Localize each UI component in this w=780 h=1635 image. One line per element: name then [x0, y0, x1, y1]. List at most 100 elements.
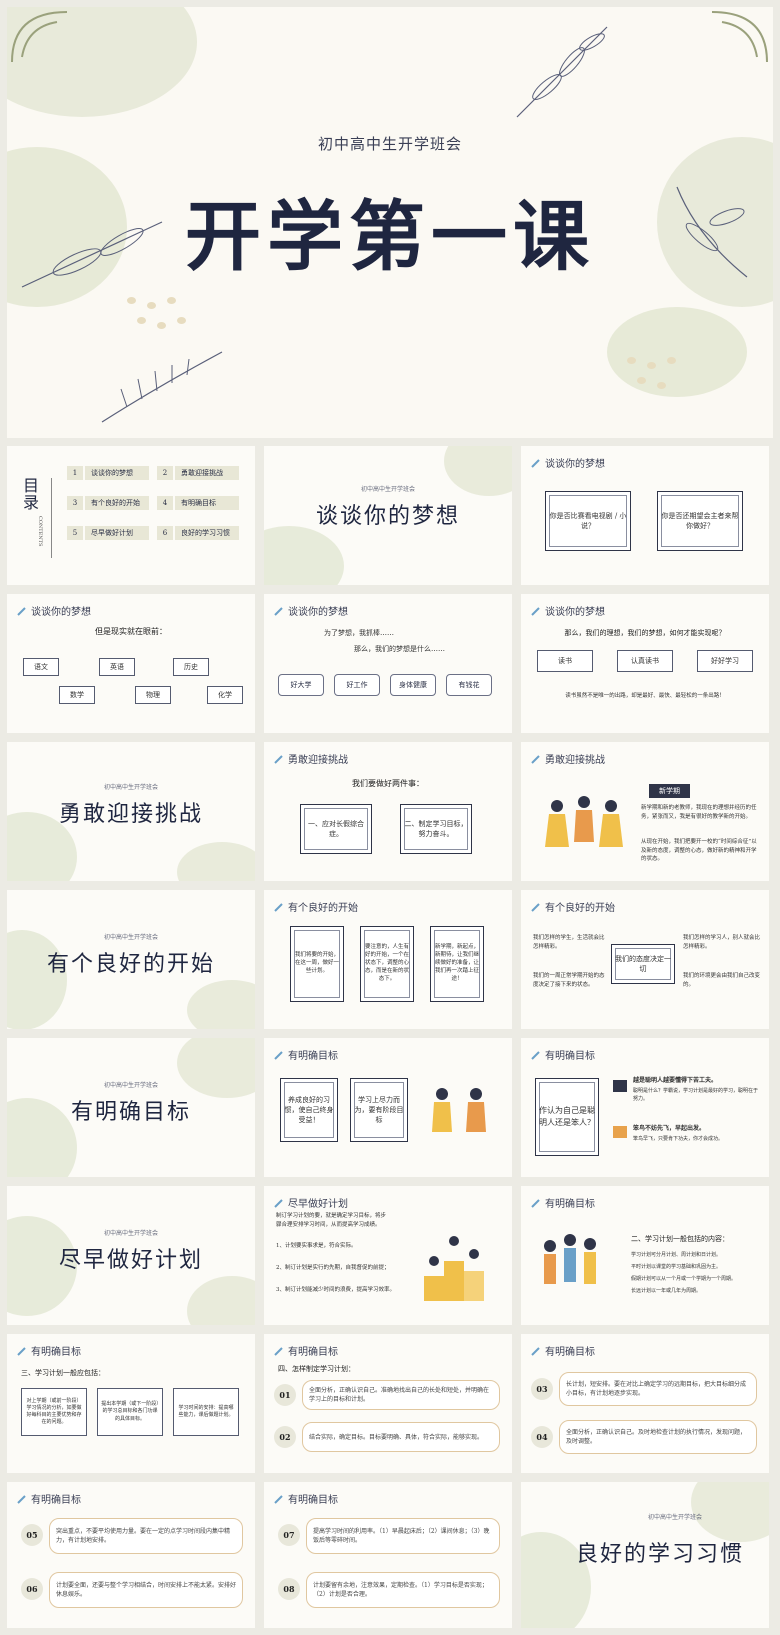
leaf-branch-icon [516, 26, 608, 118]
dream-item: 好工作 [334, 674, 380, 696]
section-title: 有个良好的开始 [46, 952, 215, 977]
slide-plan-2[interactable]: 有明确目标 二、学习计划一般包括的内容： 学习计划可分月计划、周计划和日计划。 … [521, 1186, 769, 1325]
step-box: 结合实际，确定目标。目标要明确、具体，符合实际，能够实现。 [302, 1422, 500, 1452]
toc-num: 2 [157, 466, 173, 480]
cover-slide[interactable]: 初中高中生开学班会 开学第一课 [7, 7, 773, 438]
people-illustration-icon [545, 796, 623, 847]
slide-dream-3[interactable]: 谈谈你的梦想 为了梦想，我抓棒…… 那么，我们的梦想是什么…… 好大学 好工作 … [264, 594, 512, 733]
feather-icon [531, 1346, 540, 1356]
cover-title: 开学第一课 [185, 192, 595, 281]
feather-icon [531, 606, 540, 616]
slide-section-challenge[interactable]: 初中高中生开学班会 勇敢迎接挑战 [7, 742, 255, 881]
slide-header: 勇敢迎接挑战 [531, 751, 605, 766]
dream-item: 好大学 [278, 674, 324, 696]
slide-challenge-2[interactable]: 勇敢迎接挑战 新学期 新学期和新的老教师，我现在的理想并经历的任务，紧张而又，我… [521, 742, 769, 881]
slide-header: 有明确目标 [17, 1343, 81, 1358]
slide-header: 谈谈你的梦想 [531, 455, 605, 470]
step-number: 04 [531, 1426, 553, 1448]
slide-section-habit[interactable]: 初中高中生开学班会 良好的学习习惯 [521, 1482, 769, 1628]
toc-num: 1 [67, 466, 83, 480]
toc-en: CONTENTS [37, 516, 43, 547]
section-title: 二、学习计划一般包括的内容： [631, 1235, 729, 1243]
text-right: 我们怎样的学习人，别人就会比怎样精彩。 [683, 935, 761, 950]
method-box: 认真读书 [617, 650, 673, 672]
slide-plan-1[interactable]: 尽早做好计划 制订学习计划的要，就是确定学习目标，将步骤合理安排学习时间，从而提… [264, 1186, 512, 1325]
feather-icon [274, 1494, 283, 1504]
slide-plan-6[interactable]: 有明确目标 05 突出重点，不要平均使用力量。要在一定的点学习时间段内集中精力，… [7, 1482, 255, 1628]
slide-header: 有个良好的开始 [531, 899, 615, 914]
slide-header: 有明确目标 [17, 1491, 81, 1506]
feather-icon [274, 754, 283, 764]
question-box: 作认为自己是聪明人还是笨人？ [535, 1078, 599, 1156]
leaf-branch-icon [21, 221, 163, 288]
toc-item-plan[interactable]: 尽早做好计划 [85, 526, 149, 540]
feather-icon [531, 1198, 540, 1208]
cover-subtitle: 初中高中生开学班会 [317, 135, 462, 153]
toc-title: 目录 [23, 476, 40, 512]
toc-divider [51, 478, 52, 558]
slide-start-2[interactable]: 有个良好的开始 我们怎样的学生，生活就会比怎样精彩。 我们的一周正常学期开始的态… [521, 890, 769, 1029]
slide-header: 勇敢迎接挑战 [274, 751, 348, 766]
paragraph: 新学期和新的老教师，我现在的理想并经历的任务，紧张而又，我是有很好的教学新的开始… [641, 805, 757, 820]
list-item: 长远计划以一年或几年为周期。 [631, 1288, 702, 1294]
subject-box: 数学 [59, 686, 95, 704]
slide-goal-1[interactable]: 有明确目标 养成良好的习惯，使自己终身受益！ 学习上尽力而为，要有阶段目标 [264, 1038, 512, 1177]
slide-goal-2[interactable]: 有明确目标 作认为自己是聪明人还是笨人？ 越是聪明人越要懂得下苦工夫。 聪明是什… [521, 1038, 769, 1177]
list-item: 学习计划可分月计划、周计划和日计划。 [631, 1252, 722, 1258]
toc-num: 6 [157, 526, 173, 540]
slide-section-start[interactable]: 初中高中生开学班会 有个良好的开始 [7, 890, 255, 1029]
slide-dream-4[interactable]: 谈谈你的梦想 那么，我们的理想，我们的梦想，如何才能实现呢？ 读书 认真读书 好… [521, 594, 769, 733]
slide-section-plan[interactable]: 初中高中生开学班会 尽早做好计划 [7, 1186, 255, 1325]
toc-num: 3 [67, 496, 83, 510]
toc-item-habit[interactable]: 良好的学习习惯 [175, 526, 239, 540]
subject-box: 语文 [23, 658, 59, 676]
point-text: 笨鸟早飞，只要肯下功夫，你才会成功。 [633, 1136, 724, 1142]
lead-text: 那么，我们的理想，我们的梦想，如何才能实现呢？ [564, 629, 726, 637]
feather-icon [531, 458, 540, 468]
subject-box: 英语 [99, 658, 135, 676]
leaf-branch-icon [676, 186, 748, 278]
slide-plan-5[interactable]: 有明确目标 03 长计划，短安排。要在对比上确定学习的远期目标，把大目标细分成小… [521, 1334, 769, 1473]
section-title: 四、怎样制定学习计划： [278, 1365, 355, 1373]
slide-header: 有明确目标 [274, 1343, 338, 1358]
task-box: 一、应对长假综合症。 [300, 804, 372, 854]
content-box: 学习时间的安排：提高哪些能力，课后做题计划。 [173, 1388, 239, 1436]
slide-plan-7[interactable]: 有明确目标 07 提高学习时间的利用率。（1）早晨起床后；（2）课间休息；（3）… [264, 1482, 512, 1628]
slide-header: 有明确目标 [274, 1047, 338, 1062]
new-term-badge: 新学期 [649, 784, 690, 798]
cover-blob [607, 307, 747, 397]
plan-point: 1、计划要实事求是，符合实际。 [276, 1243, 357, 1249]
slide-section-dream[interactable]: 初中高中生开学班会 谈谈你的梦想 [264, 446, 512, 585]
slide-header: 有明确目标 [531, 1195, 595, 1210]
toc-item-dream[interactable]: 谈谈你的梦想 [85, 466, 149, 480]
plan-point: 3、制订计划能减少时间的浪费，提高学习效率。 [276, 1287, 396, 1293]
slide-plan-4[interactable]: 有明确目标 四、怎样制定学习计划： 01 全面分析，正确认识自己。准确地找出自己… [264, 1334, 512, 1473]
slide-header: 尽早做好计划 [274, 1195, 348, 1210]
slide-plan-3[interactable]: 有明确目标 三、学习计划一般应包括： 对上学期（或前一阶段）学习情况的分析，如要… [7, 1334, 255, 1473]
slide-blob [7, 930, 67, 1029]
slide-challenge-1[interactable]: 勇敢迎接挑战 我们要做好两件事： 一、应对长假综合症。 二、制定学习目标，努力奋… [264, 742, 512, 881]
card: 我们将要的开始，在这一周，做好一些计划。 [290, 926, 344, 1002]
step-number: 01 [274, 1384, 296, 1406]
center-box: 我们的态度决定一切 [611, 944, 675, 984]
section-small-title: 初中高中生开学班会 [360, 486, 415, 493]
section-title: 有明确目标 [70, 1100, 191, 1125]
content-box: 对上学期（或前一阶段）学习情况的分析，如要做好每科目的主要优势和存在的问题。 [21, 1388, 87, 1436]
toc-item-start[interactable]: 有个良好的开始 [85, 496, 149, 510]
step-box: 突出重点，不要平均使用力量。要在一定的点学习时间段内集中精力，有计划地安排。 [49, 1518, 243, 1554]
slide-dream-1[interactable]: 谈谈你的梦想 你是否比赛看电视剧 / 小说？ 你是否还期望会主者来帮你做好？ [521, 446, 769, 585]
content-box: 提出本学期（或下一阶段）的学习总目标和各门功课的具体目标。 [97, 1388, 163, 1436]
slide-start-1[interactable]: 有个良好的开始 我们将要的开始，在这一周，做好一些计划。 要注意的，人生有好的开… [264, 890, 512, 1029]
feather-icon [531, 902, 540, 912]
slide-section-goal[interactable]: 初中高中生开学班会 有明确目标 [7, 1038, 255, 1177]
feather-icon [531, 754, 540, 764]
section-small-title: 初中高中生开学班会 [103, 784, 158, 791]
slide-header: 有个良好的开始 [274, 899, 358, 914]
toc-item-challenge[interactable]: 勇敢迎接挑战 [175, 466, 239, 480]
feather-icon [274, 1346, 283, 1356]
slide-toc[interactable]: 目录 CONTENTS 1 谈谈你的梦想 2 勇敢迎接挑战 3 有个良好的开始 … [7, 446, 255, 585]
card: 新学期，新起点，新期待，让我们继续做好的准备，让我们再一次踏上征途！ [430, 926, 484, 1002]
feather-icon [531, 1050, 540, 1060]
slide-dream-2[interactable]: 谈谈你的梦想 但是现实就在眼前： 语文 英语 历史 数学 物理 化学 [7, 594, 255, 733]
toc-item-goal[interactable]: 有明确目标 [175, 496, 239, 510]
